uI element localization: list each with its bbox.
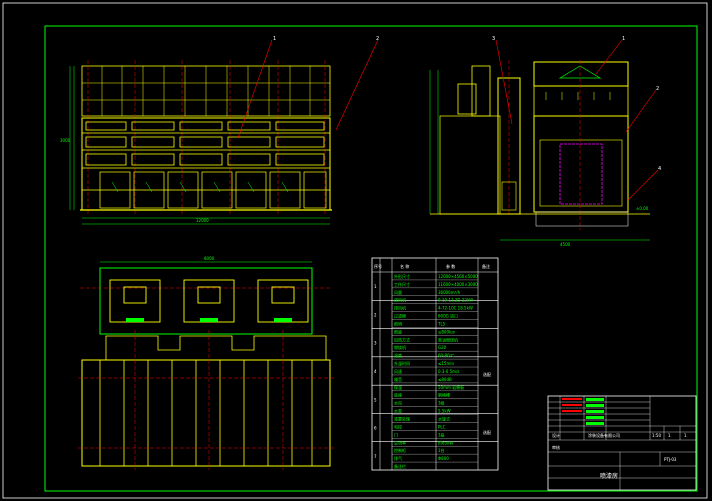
- table-cell-name: 加热方式: [394, 336, 410, 342]
- title-block: 设计 涂装设备有限公司 1:50 1 1 审核 PTJ-03 喷漆房: [547, 395, 697, 491]
- sheet-border: [44, 25, 698, 492]
- table-cell-value: 9-19-11.2D 22kW: [438, 298, 473, 303]
- front-callout-1: 1: [273, 36, 276, 42]
- table-cell-value: 5.5kW: [438, 409, 451, 414]
- table-cell-name: 底座: [394, 392, 402, 398]
- table-cell-value: 11600×4000×3000: [438, 282, 478, 287]
- table-cell-value: 3扇: [438, 431, 445, 437]
- table-cell-name: 总功率: [394, 439, 406, 445]
- table-cell-name: 漆雾处理: [394, 416, 410, 422]
- drawing-title: 喷漆房: [600, 472, 618, 480]
- table-header-index: 序号: [374, 263, 382, 269]
- table-cell-value: 0.3-0.5m/s: [438, 369, 460, 374]
- side-level-dimension: ±0.00: [636, 206, 649, 211]
- table-cell-name: 噪音: [394, 376, 402, 382]
- front-height-dimension: 3000: [60, 138, 71, 143]
- table-cell-name: 水泵: [394, 408, 402, 414]
- table-cell-value: 50mm 岩棉板: [438, 384, 464, 390]
- title-block-sheet: 1: [668, 433, 671, 438]
- table-cell-name: 升温时间: [394, 360, 410, 366]
- title-block-sheets: 1: [684, 433, 687, 438]
- table-row-lines: [372, 279, 498, 463]
- table-group-index: 6: [374, 426, 377, 431]
- table-cell-name: 控制柜: [394, 447, 406, 453]
- table-cell-value: Φ800: [438, 456, 449, 461]
- table-cells: 外形尺寸 12000×4500×5000 工作尺寸 11600×4000×3000 风量…: [394, 273, 478, 469]
- table-cell-value: 3组: [438, 400, 445, 406]
- title-block-code: PTJ-03: [664, 457, 677, 462]
- table-cell-value: ≥800lux: [438, 329, 456, 334]
- table-cell-value: TL5: [437, 321, 446, 326]
- plan-view: 8000: [78, 256, 334, 470]
- plan-width-dimension: 8000: [204, 256, 215, 261]
- title-block-company: 涂装设备有限公司: [588, 432, 620, 438]
- table-group-index: 3: [374, 341, 377, 346]
- table-cell-name: 照明: [394, 321, 402, 326]
- table-remark-1: 选配: [483, 371, 491, 377]
- table-cell-value: 钢格栅: [438, 392, 450, 398]
- title-block-scale: 1:50: [652, 433, 661, 438]
- table-cell-value: 36000m³/h: [438, 290, 461, 295]
- table-cell-value: G20: [438, 345, 447, 350]
- side-elevation: 4500 ±0.00 3 1 2 4: [429, 36, 661, 247]
- table-cell-name: 电控: [394, 423, 402, 429]
- side-callout-4: 4: [658, 166, 661, 172]
- title-block-checker: 审核: [552, 444, 560, 450]
- front-width-dimension: 12000: [196, 218, 209, 223]
- table-cell-value: 4-72-10C 18.5kW: [438, 306, 473, 311]
- table-cell-value: PLC: [438, 424, 446, 429]
- table-cell-name: 排气: [394, 455, 402, 461]
- table-cell-value: 1台: [438, 447, 445, 453]
- table-cell-name: 风速: [394, 368, 402, 374]
- side-callout-1: 3: [492, 36, 495, 42]
- table-cell-value: ≤15min: [438, 361, 454, 366]
- table-cell-value: 水旋式: [438, 416, 450, 422]
- table-remark-2: 选配: [483, 429, 491, 435]
- table-group-index: 4: [374, 369, 377, 374]
- table-cell-name: 排风机: [394, 305, 406, 311]
- table-header-name: 名 称: [400, 263, 409, 269]
- table-group-index: 2: [374, 312, 377, 317]
- table-cell-name: 风量: [394, 289, 402, 295]
- table-cell-name: 保温: [394, 384, 402, 390]
- table-cell-name: 送风机: [394, 297, 406, 303]
- table-cell-name: 照度: [394, 328, 402, 334]
- spec-table: 序号 名 称 参 数 备注 1 2 3 4 5 6 7 外形尺寸 12000×4500×500…: [371, 257, 499, 471]
- table-cell-name: 燃烧机: [394, 344, 406, 350]
- table-cell-name: 工作尺寸: [394, 281, 410, 287]
- table-group-index: 7: [374, 454, 377, 459]
- table-cell-name: 备注栏: [394, 463, 406, 469]
- front-callout-2: 2: [376, 36, 379, 42]
- table-header-value: 参 数: [446, 263, 455, 269]
- table-cell-name: 水帘: [394, 400, 402, 406]
- table-cell-name: 门: [394, 431, 398, 437]
- side-callout-2: 1: [622, 36, 625, 42]
- table-cell-value: 12000×4500×5000: [438, 274, 478, 279]
- table-group-labels: 1 2 3 4 5 6 7: [374, 284, 377, 459]
- table-cell-name: 过滤棉: [394, 313, 406, 319]
- side-width-dimension: 4500: [560, 242, 571, 247]
- side-callout-3: 2: [656, 86, 659, 92]
- front-elevation: 12000 3000 1 2: [60, 36, 379, 225]
- table-cell-name: 温度: [394, 352, 402, 358]
- table-cell-value: 约65kW: [438, 439, 453, 445]
- table-cell-value: ≤80dB: [438, 377, 452, 382]
- table-cell-value: 60-80℃: [438, 353, 455, 358]
- table-group-index: 1: [374, 284, 377, 289]
- table-cell-name: 外形尺寸: [394, 273, 410, 279]
- title-block-designer: 设计: [552, 432, 560, 438]
- table-header-remark: 备注: [482, 263, 490, 269]
- table-cell-value: 600G 进口: [438, 313, 458, 319]
- table-cell-value: 柴油燃烧机: [438, 336, 458, 342]
- table-group-index: 5: [374, 397, 377, 402]
